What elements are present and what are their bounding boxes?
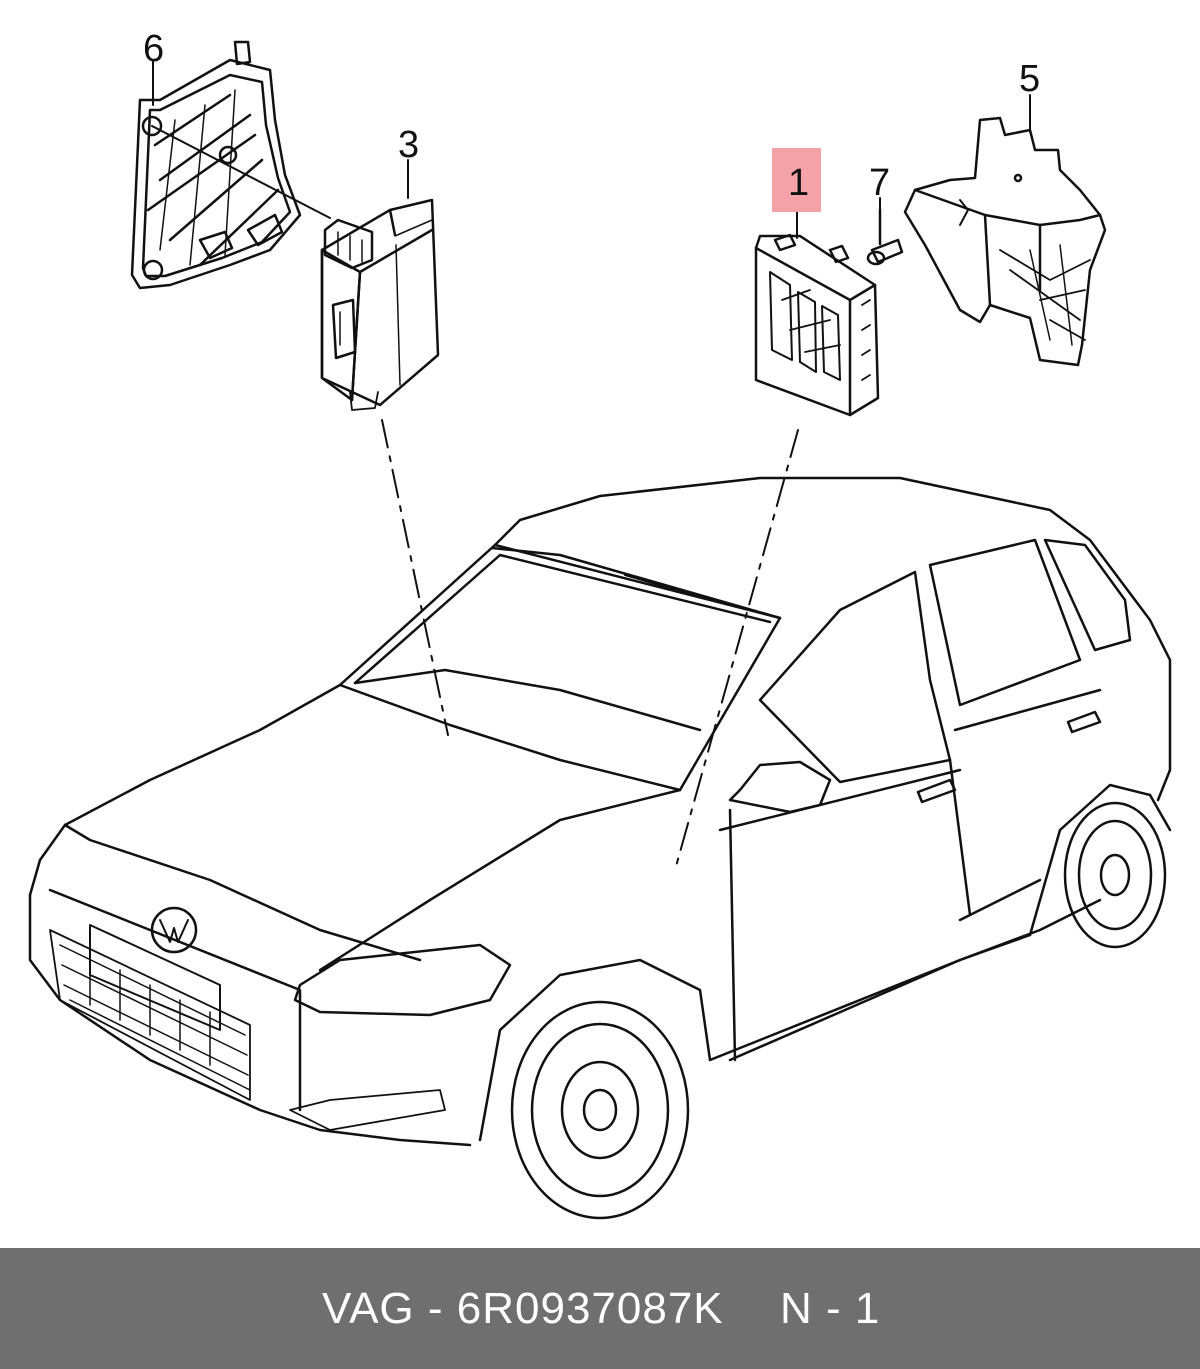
- footer-bar: [0, 1248, 1200, 1369]
- callout-5: 5: [1019, 58, 1041, 100]
- callout-1: 1: [788, 162, 810, 204]
- callout-3: 3: [398, 124, 420, 166]
- callout-highlight: [772, 148, 821, 212]
- callout-6: 6: [143, 28, 165, 70]
- part-7-screw: [866, 208, 904, 266]
- parts-diagram: [28, 40, 1172, 1220]
- part-1-control-unit: [754, 233, 880, 417]
- part-number-label: VAG - 6R0937087K: [322, 1284, 724, 1333]
- callout-7: 7: [869, 162, 891, 204]
- part-3-control-unit: [320, 198, 440, 411]
- quantity-label: N - 1: [780, 1284, 881, 1333]
- part-6-trim-panel: [130, 40, 302, 290]
- car-outline: [28, 476, 1172, 1220]
- part-5-bracket: [903, 116, 1107, 367]
